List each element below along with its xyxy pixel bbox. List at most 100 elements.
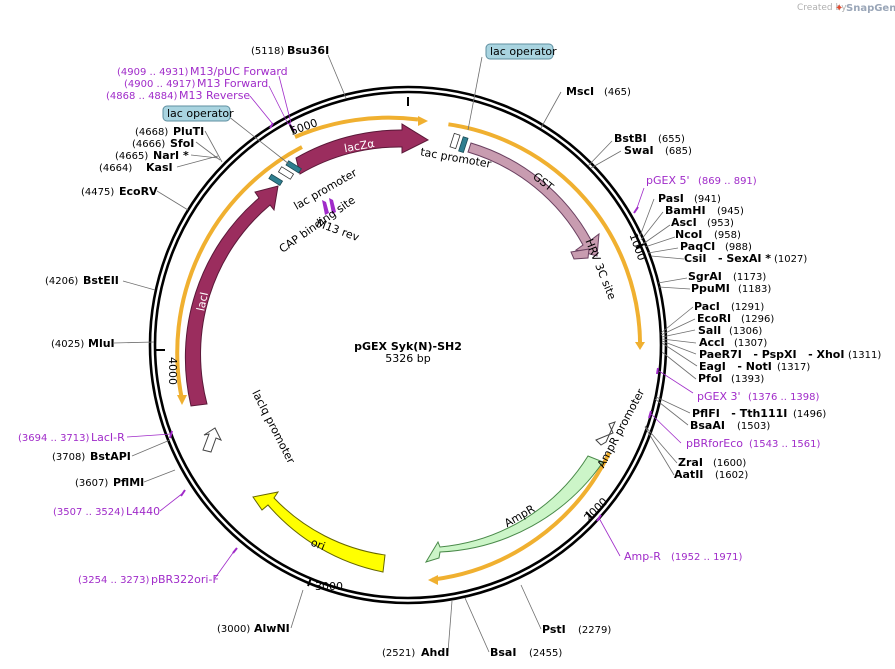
plasmid-length: 5326 bp: [385, 352, 430, 365]
site-pos-pfoi: (1393): [731, 374, 764, 385]
site-pos-bamhi: (945): [717, 206, 744, 217]
feature-label-laci: lacI: [194, 291, 211, 312]
site-pos-psti: (2279): [578, 625, 611, 636]
site-bsaai[interactable]: BsaAI: [690, 419, 725, 432]
feature-label-laciq-promoter: lacIq promoter: [249, 388, 297, 466]
primer-m13-puc-forward[interactable]: M13/pUC Forward: [190, 65, 288, 78]
site-ncoi[interactable]: NcoI: [675, 228, 702, 241]
site-pos-sfoi: (4666): [132, 139, 165, 150]
site-ecorv[interactable]: EcoRV: [119, 185, 158, 198]
site-pos-mlui: (4025): [51, 339, 84, 350]
site-pos-pflmi: (3607): [75, 478, 108, 489]
site-pflmi[interactable]: PflMI: [113, 476, 144, 489]
primer-l4440[interactable]: L4440: [126, 505, 160, 518]
site-pos-bsai: (2455): [529, 648, 562, 659]
cap-binding-site-box: [268, 173, 284, 186]
site-bamhi[interactable]: BamHI: [665, 204, 706, 217]
primer-pos-m13-reverse: (4868 .. 4884): [106, 91, 178, 102]
primer-pbr322ori-f[interactable]: pBR322ori-F: [151, 573, 219, 586]
site-pos-ahdi: (2521): [382, 648, 415, 659]
hrv-3c-site-feature[interactable]: [570, 248, 590, 260]
site-pos-bsu36i: (5118): [251, 46, 284, 57]
primer-pgex5[interactable]: pGEX 5': [646, 174, 690, 187]
site-alwni[interactable]: AlwNI: [254, 622, 290, 635]
feature-label-hrv-3c-site: HRV 3C site: [582, 237, 618, 302]
site-paqci[interactable]: PaqCI: [680, 240, 715, 253]
laci-feature[interactable]: [184, 185, 279, 407]
site-paer7i-pspxi-xhoi[interactable]: PaeR7I - PspXI - XhoI: [699, 348, 844, 361]
site-pflfi-tth111i[interactable]: PflFI - Tth111I: [692, 407, 787, 420]
site-mlui[interactable]: MluI: [88, 337, 115, 350]
ori-feature[interactable]: [252, 491, 386, 573]
primer-pos-pgex3: (1376 .. 1398): [748, 392, 820, 403]
laciq-promoter-arrow: [202, 427, 223, 453]
primer-pgex3[interactable]: pGEX 3': [697, 390, 741, 403]
primer-amp-r[interactable]: Amp-R: [624, 550, 661, 563]
site-nari[interactable]: NarI *: [153, 149, 189, 162]
primer-m13-forward[interactable]: M13 Forward: [197, 77, 268, 90]
primer-mark-pbrforeco: [648, 410, 652, 419]
lac-operator-left-callout[interactable]: [162, 105, 231, 122]
site-pos-csii-sexai: (1027): [774, 254, 807, 265]
site-csii-sexai[interactable]: CsiI - SexAI *: [684, 252, 771, 265]
site-kasi[interactable]: KasI: [146, 161, 173, 174]
site-ppumi[interactable]: PpuMI: [691, 282, 730, 295]
site-sali[interactable]: SalI: [698, 324, 721, 337]
lac-operator-top-callout[interactable]: [485, 43, 554, 60]
site-psti[interactable]: PstI: [542, 623, 566, 636]
site-msci[interactable]: MscI: [566, 85, 594, 98]
primer-pos-m13-puc-forward: (4909 .. 4931): [117, 67, 189, 78]
site-pos-sgrai: (1173): [733, 272, 766, 283]
backbone-inner-strand: [153, 90, 663, 600]
primer-pos-m13-forward: (4900 .. 4917): [124, 79, 196, 90]
site-bsai[interactable]: BsaI: [490, 646, 516, 659]
feature-label-ori: ori: [309, 536, 327, 553]
site-ahdi[interactable]: AhdI: [421, 646, 449, 659]
site-pos-acci: (1307): [734, 338, 767, 349]
tick-2000: [585, 511, 593, 519]
site-pos-aatii: (1602): [715, 470, 748, 481]
site-bsteii[interactable]: BstEII: [83, 274, 119, 287]
site-aatii[interactable]: AatII: [674, 468, 703, 481]
site-pos-pluti: (4668): [135, 127, 168, 138]
orf-arc-gst: [448, 122, 643, 346]
primer-laci-r[interactable]: LacI-R: [91, 431, 125, 444]
site-bstbi[interactable]: BstBI: [614, 132, 647, 145]
ampr-feature[interactable]: [424, 455, 604, 563]
site-pos-paqci: (988): [725, 242, 752, 253]
lac-operator-left-leader: [227, 115, 290, 165]
site-pfoi[interactable]: PfoI: [698, 372, 723, 385]
primer-m13-reverse[interactable]: M13 Reverse: [179, 89, 250, 102]
site-pos-ppumi: (1183): [738, 284, 771, 295]
site-pasi[interactable]: PasI: [658, 192, 684, 205]
site-ecori[interactable]: EcoRI: [697, 312, 731, 325]
site-eagi-noti[interactable]: EagI - NotI: [699, 360, 772, 373]
lac-operator-top-text: lac operator: [490, 45, 557, 58]
site-pos-ncoi: (958): [714, 230, 741, 241]
site-swai[interactable]: SwaI: [624, 144, 654, 157]
site-asci[interactable]: AscI: [671, 216, 697, 229]
primer-pos-pbrforeco: (1543 .. 1561): [749, 439, 821, 450]
site-pos-bsteii: (4206): [45, 276, 78, 287]
site-paci[interactable]: PacI: [694, 300, 720, 313]
lacza-feature[interactable]: [295, 123, 430, 175]
feature-label-lacza: lacZα: [343, 137, 375, 155]
lac-operator-top-leader: [467, 56, 483, 131]
primer-pos-amp-r: (1952 .. 1971): [671, 552, 743, 563]
site-leaders: [113, 54, 698, 653]
site-pos-ecorv: (4475): [81, 187, 114, 198]
plasmid-name: pGEX Syk(N)-SH2: [354, 340, 462, 353]
site-bstapi[interactable]: BstAPI: [90, 450, 131, 463]
site-pos-zrai: (1600): [713, 458, 746, 469]
site-sfoi[interactable]: SfoI: [170, 137, 194, 150]
site-bsu36i[interactable]: Bsu36I: [287, 44, 329, 57]
site-pluti[interactable]: PluTI: [173, 125, 204, 138]
primer-pos-l4440: (3507 .. 3524): [53, 507, 125, 518]
site-pos-asci: (953): [707, 218, 734, 229]
site-zrai[interactable]: ZraI: [678, 456, 703, 469]
site-acci[interactable]: AccI: [699, 336, 725, 349]
primer-pbrforeco[interactable]: pBRforEco: [686, 437, 743, 450]
site-sgrai[interactable]: SgrAI: [688, 270, 722, 283]
lac-operator-left-text: lac operator: [167, 107, 234, 120]
